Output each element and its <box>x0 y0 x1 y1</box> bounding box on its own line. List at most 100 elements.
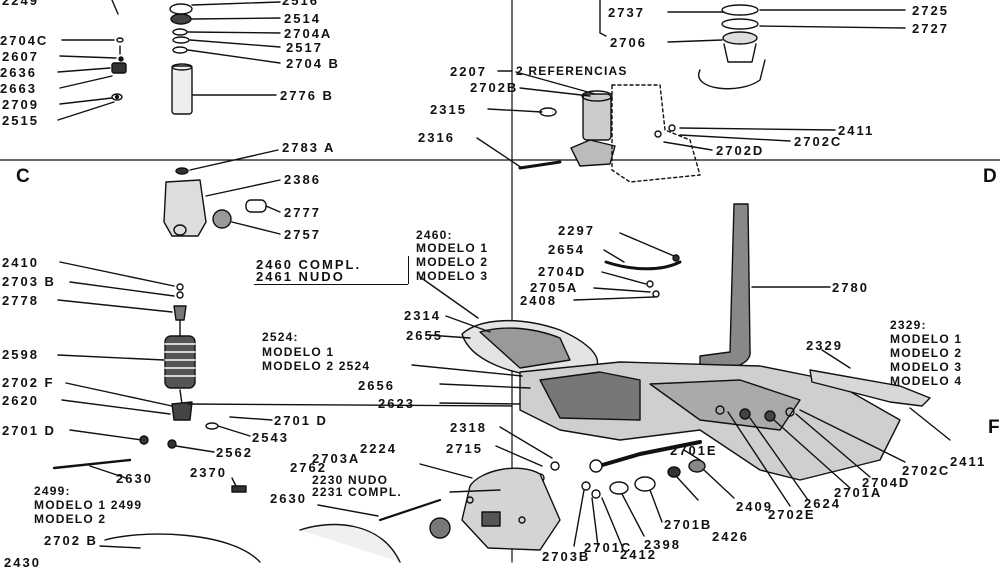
part-label: 2386 <box>284 172 321 187</box>
part-label: 2701 D <box>2 423 56 438</box>
part-label: 2516 <box>282 0 319 8</box>
part-label: 2515 <box>2 113 39 128</box>
section-letter-d: D <box>983 166 997 187</box>
part-label: 2757 <box>284 227 321 242</box>
bracket <box>408 256 409 284</box>
part-label: 2316 <box>418 130 455 145</box>
part-label: 2704A <box>284 26 333 41</box>
section-d-parts <box>411 203 951 551</box>
note-modelo-2: MODELO 2 <box>416 255 489 269</box>
part-label: 2783 A <box>282 140 336 155</box>
part-label: 2623 <box>378 396 415 411</box>
note-2499-head: 2499: <box>34 484 71 498</box>
note-2230-nudo: 2230 NUDO <box>312 473 389 487</box>
underline <box>254 284 408 285</box>
note-modelo-1-2524: MODELO 1 <box>262 345 335 359</box>
part-label: 2703B <box>542 549 591 564</box>
part-label: 2370 <box>190 465 227 480</box>
section-letter-f: F <box>988 417 1000 438</box>
part-label: 2737 <box>608 5 645 20</box>
part-label: 2514 <box>284 11 321 26</box>
part-label: 2314 <box>404 308 441 323</box>
part-label: 2410 <box>2 255 39 270</box>
part-label: 2430 <box>4 555 41 570</box>
part-label: 2630 <box>270 491 307 506</box>
part-label: 2702 B <box>44 533 98 548</box>
part-label: 2715 <box>446 441 483 456</box>
part-label: 2636 <box>0 65 37 80</box>
note-2460-compl: 2460 COMPL. <box>256 257 362 272</box>
part-label: 2780 <box>832 280 869 295</box>
part-label: 2409 <box>736 499 773 514</box>
part-label: 2702D <box>716 143 765 158</box>
note-modelo-1: MODELO 1 <box>416 241 489 255</box>
note-modelo-2-2329: MODELO 2 <box>890 346 963 360</box>
part-label: 2702 F <box>2 375 55 390</box>
part-label: 2224 <box>360 441 397 456</box>
note-modelo-4-2329: MODELO 4 <box>890 374 963 388</box>
note-2524-head: 2524: <box>262 330 299 344</box>
part-label: 2656 <box>358 378 395 393</box>
note-modelo-2-2524: MODELO 2 2524 <box>262 359 371 373</box>
part-label: 2705A <box>530 280 579 295</box>
part-label: 2702E <box>768 507 816 522</box>
part-label: 2777 <box>284 205 321 220</box>
part-label: 2702C <box>794 134 843 149</box>
part-label: 2778 <box>2 293 39 308</box>
part-label: 2704D <box>862 475 911 490</box>
note-2329-head: 2329: <box>890 318 927 332</box>
part-label: 2517 <box>286 40 323 55</box>
note-referencias: 2 REFERENCIAS <box>516 64 628 78</box>
part-label: 2249 <box>2 0 39 8</box>
part-label: 2598 <box>2 347 39 362</box>
part-label: 2704 B <box>286 56 340 71</box>
note-2460-head: 2460: <box>416 228 453 242</box>
note-2461-nudo: 2461 NUDO <box>256 269 345 284</box>
part-label: 2762 <box>290 460 327 475</box>
part-label: 2704C <box>0 33 49 48</box>
section-c-parts <box>52 149 513 563</box>
section-letter-c: C <box>16 166 30 187</box>
part-label: 2412 <box>620 547 657 562</box>
part-label: 2411 <box>950 454 987 469</box>
part-label: 2562 <box>216 445 253 460</box>
part-label: 2411 <box>838 123 875 138</box>
part-label: 2701A <box>834 485 883 500</box>
part-label: 2655 <box>406 328 443 343</box>
part-label: 2703 B <box>2 274 56 289</box>
top-right-parts <box>476 0 906 183</box>
part-label: 2727 <box>912 21 949 36</box>
part-label: 2654 <box>548 242 585 257</box>
part-label: 2408 <box>520 293 557 308</box>
part-label: 2624 <box>804 496 841 511</box>
part-label: 2776 B <box>280 88 334 103</box>
part-label: 2702C <box>902 463 951 478</box>
part-label: 2398 <box>644 537 681 552</box>
note-2231-compl: 2231 COMPL. <box>312 485 402 499</box>
part-label: 2607 <box>2 49 39 64</box>
part-label: 2703A <box>312 451 361 466</box>
part-label: 2318 <box>450 420 487 435</box>
part-label: 2315 <box>430 102 467 117</box>
part-label: 2207 <box>450 64 487 79</box>
top-left-parts <box>57 0 281 121</box>
note-modelo-1-2329: MODELO 1 <box>890 332 963 346</box>
part-label: 2620 <box>2 393 39 408</box>
part-label: 2543 <box>252 430 289 445</box>
part-label: 2663 <box>0 81 37 96</box>
part-label: 2701B <box>664 517 713 532</box>
part-label: 2297 <box>558 223 595 238</box>
part-label: 2701C <box>584 540 633 555</box>
note-modelo-3-2329: MODELO 3 <box>890 360 963 374</box>
part-label: 2709 <box>2 97 39 112</box>
note-modelo-3: MODELO 3 <box>416 269 489 283</box>
part-label: 2701 D <box>274 413 328 428</box>
part-label: 2426 <box>712 529 749 544</box>
note-modelo-2-2499: MODELO 2 <box>34 512 107 526</box>
part-label: 2701E <box>670 443 718 458</box>
part-label: 2630 <box>116 471 153 486</box>
note-modelo-1-2499: MODELO 1 2499 <box>34 498 143 512</box>
part-label: 2706 <box>610 35 647 50</box>
